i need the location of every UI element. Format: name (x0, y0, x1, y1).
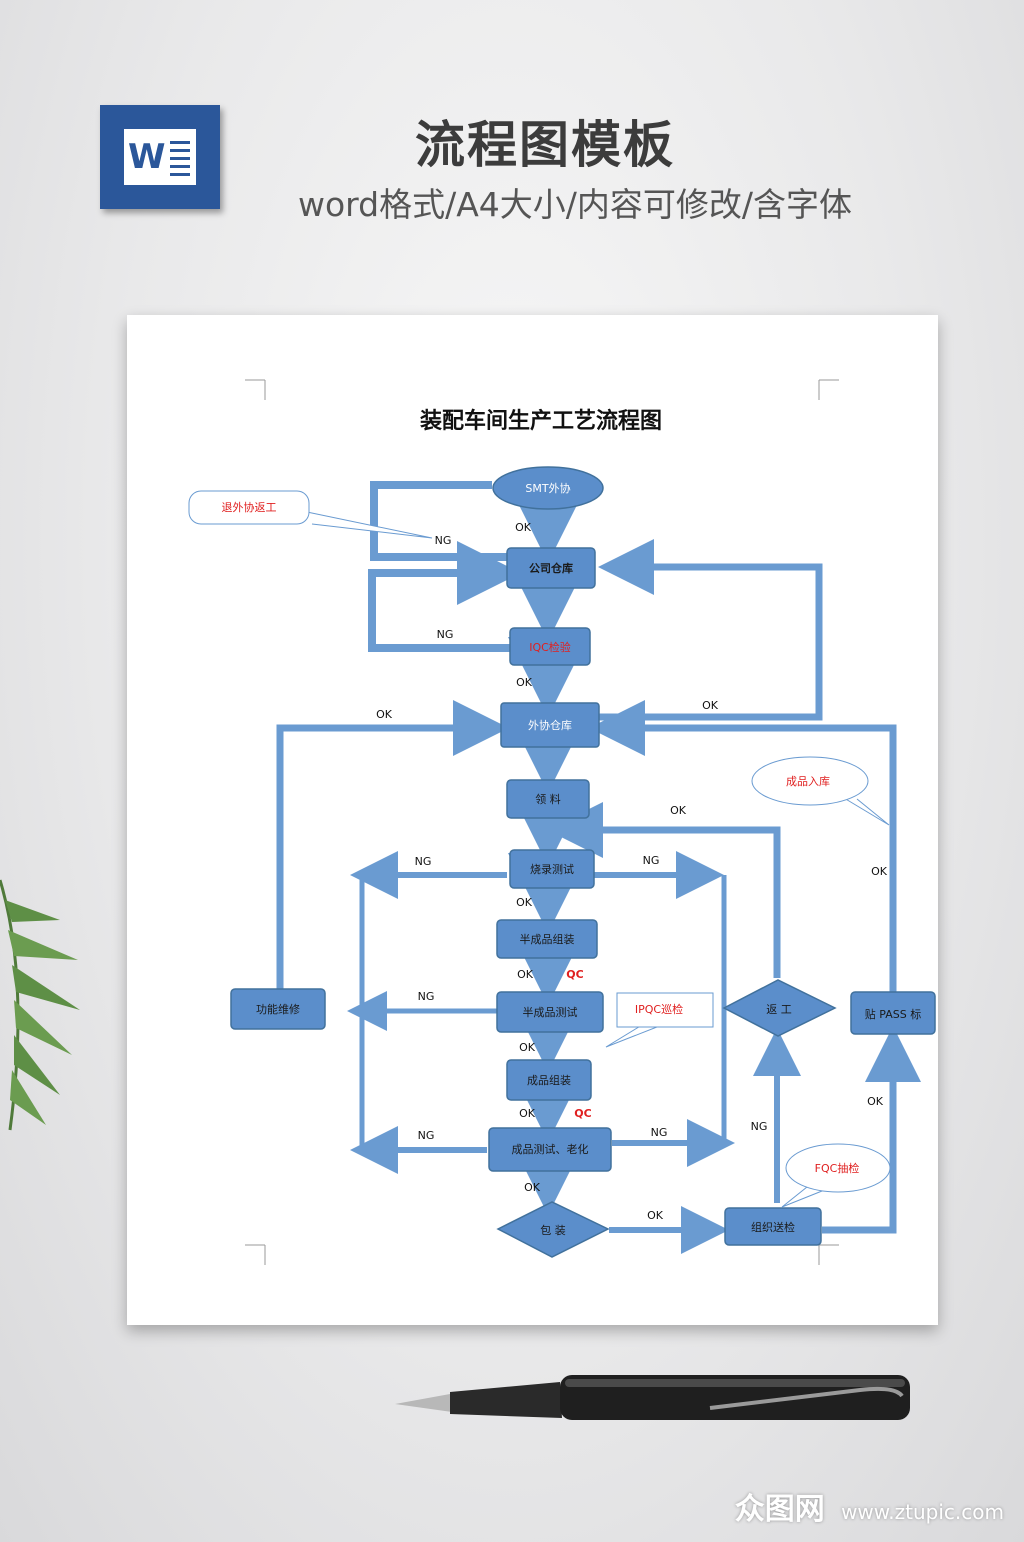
node-repair (230, 988, 326, 1030)
node-iqc-label: IQC检验 (529, 640, 571, 654)
node-semi-test-label: 半成品测试 (523, 1005, 578, 1019)
node-packing-label: 包 装 (540, 1224, 566, 1237)
label-ok: OK (871, 865, 888, 878)
label-ng: NG (651, 1126, 668, 1139)
pen-decoration (395, 1375, 910, 1420)
label-ng: NG (643, 854, 660, 867)
node-repair-label: 功能维修 (256, 1002, 300, 1016)
label-ok: OK (519, 1107, 536, 1120)
node-final-assembly-label: 成品组装 (527, 1073, 571, 1087)
document-page: 装配车间生产工艺流程图 (127, 315, 938, 1325)
callout-fqc (785, 1143, 891, 1193)
label-ng: NG (415, 855, 432, 868)
node-rework (722, 979, 837, 1037)
label-ok: OK (376, 708, 393, 721)
callout-ipqc (616, 992, 714, 1028)
callouts (188, 490, 891, 1208)
node-material-label: 领 料 (535, 792, 561, 806)
callout-return-rework (188, 490, 310, 525)
label-ng: NG (437, 628, 454, 641)
node-final-test-label: 成品测试、老化 (512, 1142, 589, 1156)
callout-return-rework-text: 退外协返工 (222, 500, 277, 514)
node-company-store-label: 公司仓库 (529, 561, 573, 575)
label-ok: OK (867, 1095, 884, 1108)
watermark: 众图网 www.ztupic.com (735, 1484, 1004, 1528)
document-title: 装配车间生产工艺流程图 (420, 408, 662, 434)
label-ok: OK (516, 676, 533, 689)
node-semi-test (496, 991, 604, 1033)
label-ok: OK (702, 699, 719, 712)
node-final-assembly (506, 1059, 592, 1101)
callout-ipqc-text: IPQC巡检 (635, 1002, 683, 1016)
node-material (506, 779, 590, 819)
label-ng: NG (418, 1129, 435, 1142)
label-ng: NG (751, 1120, 768, 1133)
node-inspection (724, 1207, 822, 1246)
node-pass-label (850, 991, 936, 1035)
node-packing (496, 1201, 610, 1258)
watermark-url: www.ztupic.com (841, 1500, 1004, 1524)
word-logo-letter: W (128, 137, 166, 177)
callout-fqc-tail (781, 1186, 828, 1208)
callout-return-rework-tail (306, 511, 433, 539)
node-smt-label: SMT外协 (525, 481, 570, 495)
leaf-decoration (0, 879, 80, 1131)
label-ng: NG (418, 990, 435, 1003)
callout-finished-storage (751, 756, 869, 806)
flowchart: 装配车间生产工艺流程图 (188, 379, 936, 1265)
label-ok: OK (670, 804, 687, 817)
node-rework-label: 返 工 (766, 1003, 792, 1016)
label-ok: OK (524, 1181, 541, 1194)
callout-ipqc-tail (605, 1024, 663, 1048)
word-logo: W (100, 105, 220, 209)
node-final-test (488, 1127, 612, 1172)
connectors (276, 481, 921, 1254)
node-outsource-store (500, 702, 600, 748)
node-inspection-label: 组织送检 (751, 1220, 795, 1234)
node-company-store (506, 547, 596, 589)
label-ok: OK (517, 968, 534, 981)
callout-fqc-text: FQC抽检 (815, 1161, 860, 1175)
node-semi-assembly-label: 半成品组装 (520, 932, 575, 946)
watermark-brand: 众图网 (734, 1492, 825, 1527)
node-pass-label-label: 贴 PASS 标 (865, 1007, 921, 1021)
node-outsource-store-label: 外协仓库 (528, 718, 572, 732)
callout-finished-storage-text: 成品入库 (786, 775, 830, 788)
label-qc: QC (574, 1107, 591, 1120)
crop-marks (245, 379, 839, 1265)
nodes (230, 466, 936, 1258)
label-ok: OK (647, 1209, 664, 1222)
node-smt (492, 466, 604, 510)
callout-finished-storage-tail (838, 794, 890, 826)
page-subtitle: word格式/A4大小/内容可修改/含字体 (297, 185, 853, 224)
page-title: 流程图模板 (415, 116, 675, 174)
node-semi-assembly (496, 919, 598, 959)
node-burn-test-label: 烧录测试 (530, 863, 574, 876)
label-ok: OK (516, 896, 533, 909)
node-burn-test (509, 849, 595, 889)
label-ok: OK (519, 1041, 536, 1054)
label-ok: OK (515, 521, 532, 534)
label-ng: NG (435, 534, 452, 547)
label-qc: QC (566, 968, 583, 981)
node-iqc (509, 627, 591, 666)
